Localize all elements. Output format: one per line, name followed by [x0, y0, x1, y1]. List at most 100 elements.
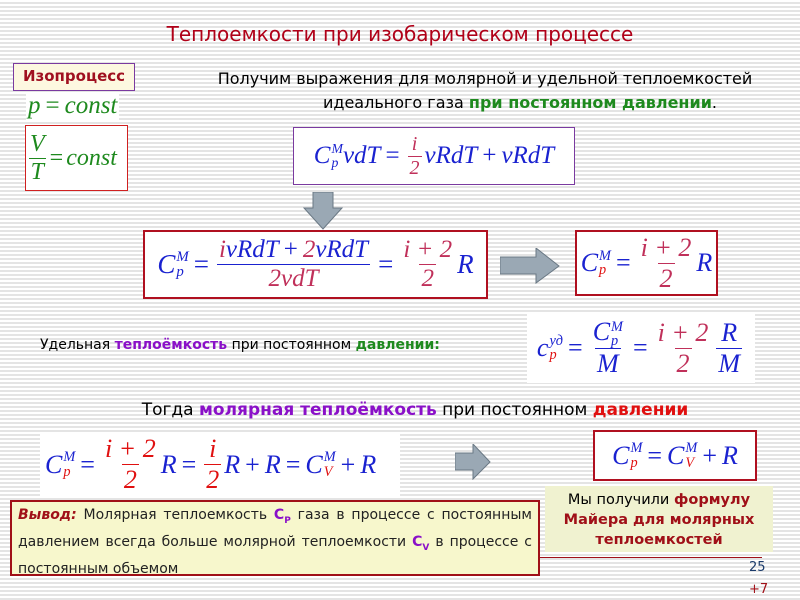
frac-den: 2: [419, 264, 436, 292]
term-a: νdT: [342, 142, 381, 169]
arrow-right-icon: [500, 248, 560, 284]
frac-den: 2: [407, 155, 422, 179]
r-symbol: R: [224, 449, 241, 479]
c-symbol: C: [313, 142, 331, 169]
den-two: 2: [268, 265, 282, 292]
r-symbol: R: [721, 317, 738, 347]
sup-m: M: [331, 141, 343, 157]
r-symbol: R: [264, 449, 281, 479]
page-extra: +7: [749, 582, 769, 597]
const-text: const: [64, 92, 118, 119]
r-symbol: R: [160, 449, 177, 479]
den-term: νdT: [281, 265, 319, 292]
cp-symbol: C: [273, 507, 285, 523]
r-symbol: R: [696, 248, 713, 277]
p-symbol: p: [28, 92, 41, 119]
c-symbol: C: [45, 449, 63, 479]
r-symbol: R: [360, 449, 377, 479]
then-c: при постоянном: [436, 400, 593, 420]
conclusion-t2: газа в процессе с постоянным давлением в…: [18, 507, 532, 550]
footer-divider: [540, 557, 762, 558]
sub-p: p: [630, 454, 638, 471]
then-text: Тогда молярная теплоёмкость при постоянн…: [0, 400, 800, 420]
plus-sign: +: [283, 236, 298, 263]
intro-line-2: идеального газа при постоянном давлении.: [185, 91, 785, 115]
num-c: C: [592, 316, 611, 346]
frac-two: 2: [204, 464, 222, 494]
frac-num: i + 2: [403, 236, 453, 263]
c-symbol: c: [536, 333, 549, 362]
cv-sub: V: [422, 542, 430, 553]
r-symbol: R: [721, 440, 738, 470]
c-symbol: C: [580, 248, 599, 277]
c-symbol: C: [157, 249, 176, 279]
cv-symbol: C: [667, 440, 685, 470]
sub-v: V: [685, 454, 695, 471]
arrow-down-icon: [303, 192, 343, 230]
slide-title: Теплоемкости при изобарическом процессе: [166, 22, 634, 46]
den-m: M: [594, 348, 621, 379]
mayer-a: Мы получили: [567, 492, 674, 508]
conclusion-label: Вывод:: [18, 507, 77, 523]
frac-num: i + 2: [640, 232, 692, 262]
frac-num: i: [411, 132, 418, 155]
term-b: νRdT: [424, 142, 478, 169]
term-c: νRdT: [501, 142, 555, 169]
conclusion-box: Вывод: Молярная теплоемкость CP газа в п…: [10, 500, 540, 577]
sup-m: M: [323, 449, 336, 466]
sub-p: p: [599, 262, 607, 278]
frac-den: 2: [674, 347, 692, 378]
plus-sign: +: [340, 449, 356, 479]
intro-highlight: при постоянном давлении: [468, 93, 712, 112]
then-d: давлении: [592, 400, 689, 420]
sub-p: p: [63, 463, 71, 480]
intro-period: .: [711, 93, 717, 112]
condition-p-const: p=const: [26, 92, 120, 120]
num-term1: νRdT: [225, 236, 279, 263]
conclusion-t3: в процессе с постоянным объемом: [18, 533, 533, 577]
isoprocess-label: Изопроцесс: [13, 63, 135, 91]
sub-v: V: [323, 463, 333, 480]
intro-line-1: Получим выражения для молярной и удельно…: [217, 69, 753, 88]
den-m: M: [716, 347, 743, 378]
sub-p: p: [549, 347, 557, 363]
mayer-b: формулу Майера для молярных теплоемкосте…: [563, 492, 755, 548]
plus-sign: +: [482, 142, 497, 169]
sub-p: p: [331, 155, 339, 170]
page-number: 25: [749, 560, 766, 575]
intro-text-a: идеального газа: [323, 93, 469, 112]
frac-den: 2: [657, 262, 675, 293]
specific-c: при постоянном: [227, 337, 356, 353]
cp-sub: P: [284, 515, 291, 526]
sub-p: p: [176, 263, 184, 280]
specific-a: Удельная: [40, 337, 115, 353]
specific-heat-text: Удельная теплоёмкость при постоянном дав…: [40, 337, 440, 353]
mayer-note: Мы получили формулу Майера для молярных …: [545, 486, 773, 552]
sup-m: M: [63, 449, 76, 466]
r-symbol: R: [457, 249, 474, 279]
then-b: молярная теплоёмкость: [199, 400, 437, 420]
sup-ud: уд: [549, 332, 564, 349]
arrow-right-icon: [455, 444, 491, 480]
frac-den: 2: [121, 464, 139, 494]
cv-symbol: C: [305, 449, 323, 479]
cv-symbol: C: [412, 533, 423, 550]
frac-i: i: [209, 434, 217, 463]
then-a: Тогда: [141, 400, 199, 420]
sup-m: M: [611, 318, 623, 335]
c-symbol: C: [612, 440, 630, 470]
plus-sign: +: [245, 449, 260, 479]
sub-p: p: [611, 332, 619, 349]
const-text: const: [66, 144, 117, 171]
plus-sign: +: [702, 440, 717, 470]
t-symbol: T: [28, 157, 47, 185]
num-i: i: [218, 236, 226, 263]
v-symbol: V: [30, 130, 45, 157]
num-two: 2: [302, 236, 316, 263]
frac-num: i + 2: [657, 317, 709, 347]
conclusion-t1: Молярная теплоемкость: [76, 507, 274, 523]
